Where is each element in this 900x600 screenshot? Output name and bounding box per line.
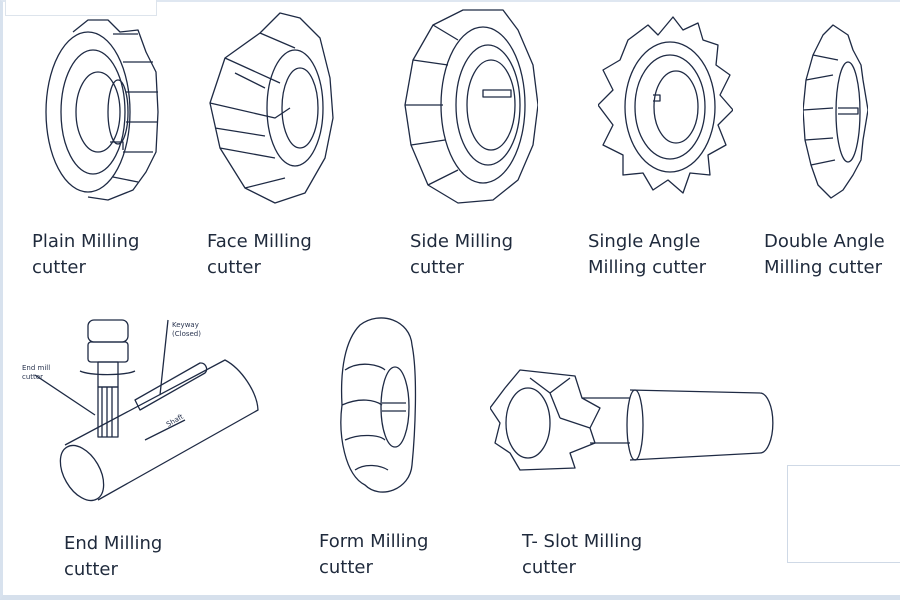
face-milling-cutter-figure xyxy=(209,12,334,204)
t-slot-milling-cutter-label: T- Slot Milling cutter xyxy=(522,531,643,578)
plain-milling-cutter-figure xyxy=(45,19,159,201)
form-milling-cutter-label: Form Milling cutter xyxy=(319,531,429,578)
side-placeholder-box xyxy=(787,465,900,563)
form-milling-cutter-figure xyxy=(340,317,417,493)
face-milling-cutter-label: Face Milling cutter xyxy=(207,231,312,278)
side-milling-cutter-figure xyxy=(404,9,538,204)
plain-milling-cutter-label: Plain Milling cutter xyxy=(32,231,140,278)
end-milling-cutter-figure: Keyway (Closed) End mill cutter Shaft xyxy=(22,319,259,502)
keyway-annotation: Keyway xyxy=(172,321,199,329)
t-slot-milling-cutter-figure xyxy=(490,369,774,471)
shaft-annotation: Shaft xyxy=(165,413,185,429)
double-angle-milling-cutter-figure xyxy=(803,24,868,199)
single-angle-milling-cutter-label: Single Angle Milling cutter xyxy=(588,231,706,278)
end-mill-sub-annotation: cutter xyxy=(22,373,43,381)
side-milling-cutter-label: Side Milling cutter xyxy=(410,231,514,278)
top-placeholder-box xyxy=(5,0,157,16)
single-angle-milling-cutter-figure xyxy=(598,16,733,194)
double-angle-milling-cutter-label: Double Angle Milling cutter xyxy=(764,231,885,278)
end-milling-cutter-label: End Milling cutter xyxy=(64,533,163,580)
end-mill-annotation: End mill xyxy=(22,364,50,372)
keyway-sub-annotation: (Closed) xyxy=(172,330,201,338)
